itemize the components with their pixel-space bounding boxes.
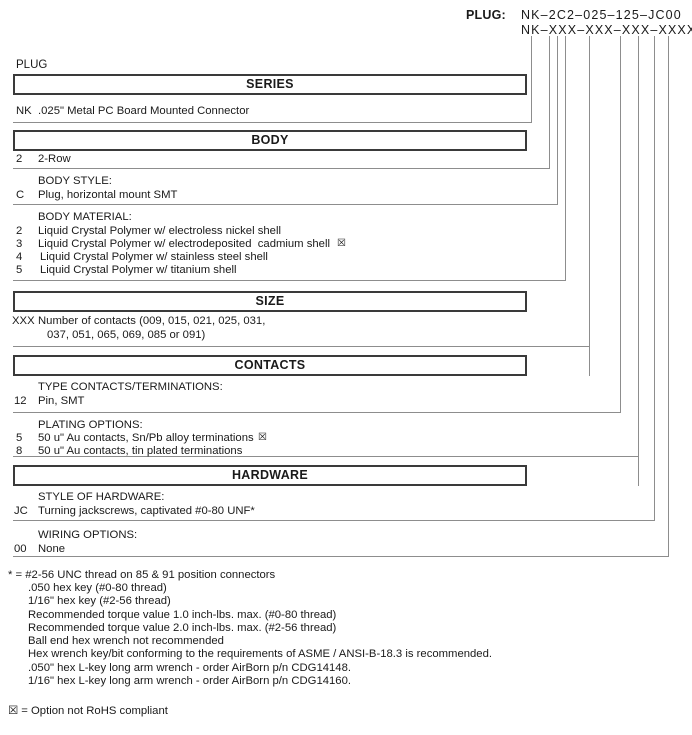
leader-vline-body: [549, 36, 550, 168]
size-description-line1: Number of contacts (009, 015, 021, 025, …: [38, 315, 266, 327]
series-description: .025" Metal PC Board Mounted Connector: [38, 105, 250, 117]
leader-hline-body-material: [13, 280, 566, 281]
band-contacts: CONTACTS: [13, 355, 527, 376]
body-material-description: Liquid Crystal Polymer w/ electroless ni…: [38, 225, 281, 237]
band-hardware: HARDWARE: [13, 465, 527, 486]
plating-code: 8: [16, 445, 23, 457]
rohs-legend: ☒ = Option not RoHS compliant: [8, 705, 168, 717]
leader-hline-series: [13, 122, 532, 123]
body-code: 2: [16, 153, 23, 165]
body-material-heading: BODY MATERIAL:: [38, 211, 132, 223]
part-number-label: PLUG:: [466, 8, 506, 22]
contacts-type-heading: TYPE CONTACTS/TERMINATIONS:: [38, 381, 223, 393]
plug-word: PLUG: [16, 59, 48, 71]
wiring-code: 00: [14, 543, 27, 555]
size-code: XXX: [12, 315, 35, 327]
body-material-code: 3: [16, 238, 23, 250]
body-style-code: C: [16, 189, 25, 201]
leader-hline-body: [13, 168, 550, 169]
contacts-type-code: 12: [14, 395, 27, 407]
leader-hline-hardware: [13, 520, 655, 521]
body-style-description: Plug, horizontal mount SMT: [38, 189, 178, 201]
band-size-label: SIZE: [255, 294, 285, 308]
rohs-noncompliant-icon: ☒: [337, 238, 346, 249]
footnote-line: 1/16" hex key (#2-56 thread): [28, 595, 171, 607]
band-size: SIZE: [13, 291, 527, 312]
series-code: NK: [16, 105, 32, 117]
body-material-code: 4: [16, 251, 23, 263]
contacts-type-description: Pin, SMT: [38, 395, 85, 407]
leader-hline-wiring: [13, 556, 669, 557]
leader-vline-body-style: [557, 36, 558, 204]
plating-description: 50 u" Au contacts, tin plated terminatio…: [38, 445, 243, 457]
footnote-line: * = #2-56 UNC thread on 85 & 91 position…: [8, 569, 276, 581]
band-series-label: SERIES: [246, 77, 294, 91]
footnote-line: Hex wrench key/bit conforming to the req…: [28, 648, 493, 660]
wiring-heading: WIRING OPTIONS:: [38, 529, 138, 541]
footnote-line: .050 hex key (#0-80 thread): [28, 582, 167, 594]
body-material-description: Liquid Crystal Polymer w/ electrodeposit…: [38, 238, 330, 250]
footnote-line: .050" hex L-key long arm wrench - order …: [28, 662, 351, 674]
leader-vline-hardware: [654, 36, 655, 520]
leader-vline-contacts-type: [620, 36, 621, 412]
body-style-heading: BODY STYLE:: [38, 175, 112, 187]
leader-vline-series: [531, 36, 532, 122]
footnote-line: Recommended torque value 2.0 inch-lbs. m…: [28, 622, 337, 634]
part-number-mask: NK–XXX–XXX–XXX–XXXX: [521, 23, 692, 37]
footnote-line: 1/16" hex L-key long arm wrench - order …: [28, 675, 351, 687]
plating-description: 50 u" Au contacts, Sn/Pb alloy terminati…: [38, 432, 254, 444]
leader-hline-contacts-type: [13, 412, 621, 413]
part-number-header: PLUG: NK–2C2–025–125–JC00 NK–XXX–XXX–XXX…: [0, 0, 692, 37]
band-body: BODY: [13, 130, 527, 151]
body-description: 2-Row: [38, 153, 71, 165]
footnote-line: Ball end hex wrench not recommended: [28, 635, 224, 647]
leader-vline-size: [589, 36, 590, 376]
leader-vline-body-material: [565, 36, 566, 280]
part-number-example: NK–2C2–025–125–JC00: [521, 8, 682, 22]
plating-code: 5: [16, 432, 23, 444]
leader-hline-body-style: [13, 204, 558, 205]
leader-vline-plating: [638, 36, 639, 486]
rohs-noncompliant-icon: ☒: [258, 432, 267, 443]
wiring-description: None: [38, 543, 66, 555]
leader-hline-size: [13, 346, 590, 347]
body-material-code: 5: [16, 264, 23, 276]
plating-heading: PLATING OPTIONS:: [38, 419, 143, 431]
hardware-style-heading: STYLE OF HARDWARE:: [38, 491, 165, 503]
footnote-line: Recommended torque value 1.0 inch-lbs. m…: [28, 609, 337, 621]
body-material-description: Liquid Crystal Polymer w/ stainless stee…: [40, 251, 268, 263]
band-body-label: BODY: [251, 133, 289, 147]
leader-vline-wiring: [668, 36, 669, 556]
band-contacts-label: CONTACTS: [234, 358, 306, 372]
body-material-code: 2: [16, 225, 23, 237]
body-material-description: Liquid Crystal Polymer w/ titanium shell: [40, 264, 237, 276]
size-description-line2: 037, 051, 065, 069, 085 or 091): [47, 329, 206, 341]
hardware-style-code: JC: [14, 505, 28, 517]
band-hardware-label: HARDWARE: [231, 468, 308, 482]
hardware-style-description: Turning jackscrews, captivated #0-80 UNF…: [38, 505, 255, 517]
band-series: SERIES: [13, 74, 527, 95]
